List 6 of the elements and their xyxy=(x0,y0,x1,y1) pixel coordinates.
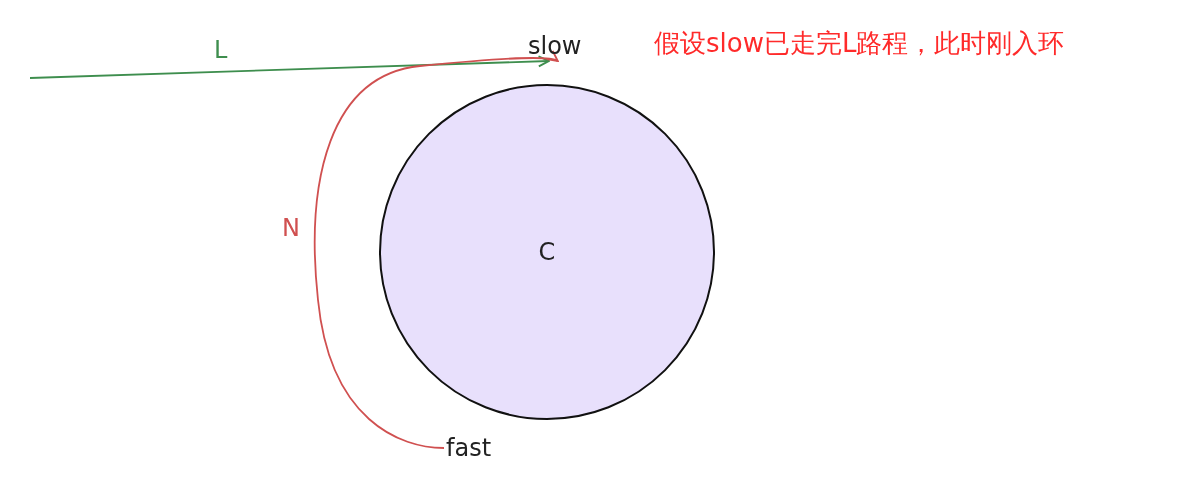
arrow xyxy=(313,51,559,449)
pointer-label: slow xyxy=(528,34,582,58)
arrow xyxy=(29,55,550,79)
circle-label: C xyxy=(538,238,556,266)
note-text: 假设slow已走完L路程，此时刚入环 xyxy=(654,30,1065,56)
pointer-label: fast xyxy=(446,436,492,460)
